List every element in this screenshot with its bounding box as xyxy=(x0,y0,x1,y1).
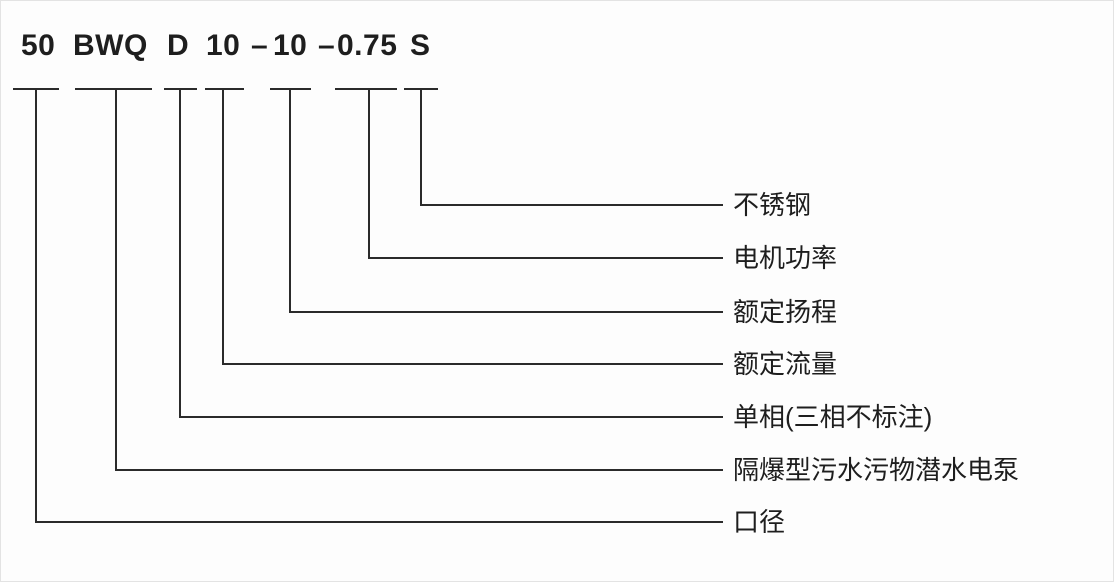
leader-horizontal-pump-type xyxy=(115,469,723,471)
leader-vertical-diameter xyxy=(35,88,37,523)
leader-horizontal-head xyxy=(289,311,723,313)
label-diameter: 口径 xyxy=(733,507,786,537)
label-flow: 额定流量 xyxy=(733,349,838,379)
leader-vertical-flow xyxy=(222,88,224,365)
leader-tick-power xyxy=(335,88,397,90)
leader-vertical-material xyxy=(420,88,422,206)
label-phase: 单相(三相不标注) xyxy=(733,402,933,432)
label-power: 电机功率 xyxy=(733,243,838,273)
leader-horizontal-power xyxy=(368,257,723,259)
code-separator-1: – xyxy=(251,29,269,62)
leader-horizontal-phase xyxy=(179,416,723,418)
leader-vertical-pump-type xyxy=(115,88,117,471)
code-segment-head: 10 xyxy=(273,29,308,62)
leader-tick-flow xyxy=(205,88,244,90)
leader-horizontal-diameter xyxy=(35,521,723,523)
code-segment-phase: D xyxy=(167,29,190,62)
code-segment-pump-type: BWQ xyxy=(73,29,148,62)
leader-horizontal-material xyxy=(420,204,723,206)
leader-tick-pump-type xyxy=(75,88,152,90)
leader-vertical-power xyxy=(368,88,370,259)
code-separator-2: – xyxy=(318,29,336,62)
label-pump-type: 隔爆型污水污物潜水电泵 xyxy=(733,455,1020,485)
leader-vertical-head xyxy=(289,88,291,313)
code-segment-diameter: 50 xyxy=(21,29,56,62)
code-segment-power: 0.75 xyxy=(337,29,398,62)
code-segment-material: S xyxy=(410,29,431,62)
code-segment-flow: 10 xyxy=(206,29,241,62)
label-head: 额定扬程 xyxy=(733,297,838,327)
label-material: 不锈钢 xyxy=(733,190,812,220)
leader-horizontal-flow xyxy=(222,363,723,365)
leader-vertical-phase xyxy=(179,88,181,418)
